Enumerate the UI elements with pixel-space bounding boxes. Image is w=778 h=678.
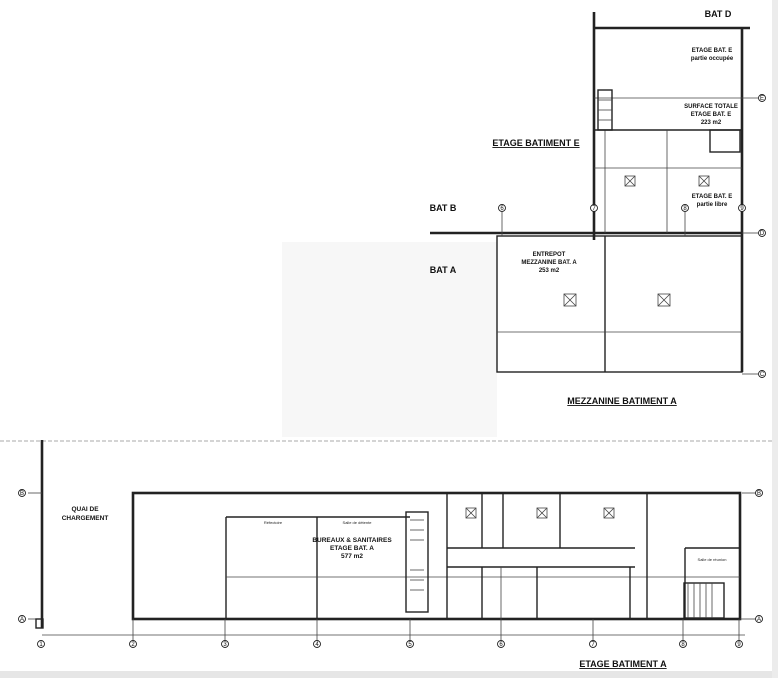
label-bat-d: BAT D — [705, 9, 732, 19]
svg-text:Salle de réunion: Salle de réunion — [698, 557, 727, 562]
svg-text:A: A — [757, 617, 761, 623]
svg-text:partie libre: partie libre — [697, 202, 728, 208]
title-etage-batiment-e: ETAGE BATIMENT E — [492, 138, 579, 148]
svg-text:7: 7 — [591, 642, 595, 648]
svg-text:253 m2: 253 m2 — [539, 268, 560, 274]
svg-text:6: 6 — [499, 642, 503, 648]
svg-text:ETAGE BAT. E: ETAGE BAT. E — [692, 48, 732, 54]
title-etage-batiment-a: ETAGE BATIMENT A — [579, 659, 667, 669]
grid-markers: B A B A 1 2 3 4 5 6 7 8 9 — [18, 489, 763, 648]
svg-text:D: D — [760, 231, 765, 237]
svg-text:B: B — [20, 491, 24, 497]
svg-text:223 m2: 223 m2 — [701, 120, 722, 126]
svg-text:9: 9 — [740, 206, 744, 212]
svg-text:B: B — [757, 491, 761, 497]
svg-text:Réfectoire: Réfectoire — [264, 520, 283, 525]
svg-text:C: C — [760, 372, 765, 378]
svg-text:ETAGE BAT. A: ETAGE BAT. A — [330, 545, 374, 552]
svg-text:QUAI DE: QUAI DE — [71, 506, 99, 513]
svg-text:6: 6 — [500, 206, 504, 212]
svg-text:BUREAUX & SANITAIRES: BUREAUX & SANITAIRES — [312, 537, 392, 544]
svg-text:partie occupée: partie occupée — [691, 56, 734, 62]
svg-text:ENTREPOT: ENTREPOT — [533, 252, 566, 258]
title-mezzanine-batiment-a: MEZZANINE BATIMENT A — [567, 396, 677, 406]
etage-a-plan: B A B A 1 2 3 4 5 6 7 8 9 QUAI DE CHARGE… — [18, 440, 763, 669]
svg-text:7: 7 — [592, 206, 596, 212]
grid-markers: 6 7 8 9 E D C — [498, 94, 766, 378]
svg-text:A: A — [20, 617, 24, 623]
svg-text:E: E — [760, 96, 764, 102]
label-bat-b: BAT B — [430, 203, 457, 213]
svg-text:9: 9 — [737, 642, 741, 648]
watermark — [282, 242, 497, 437]
svg-text:8: 8 — [681, 642, 685, 648]
svg-text:4: 4 — [315, 642, 319, 648]
svg-text:5: 5 — [408, 642, 412, 648]
svg-text:ETAGE BAT. E: ETAGE BAT. E — [692, 194, 732, 200]
right-margin — [772, 0, 778, 678]
svg-text:MEZZANINE BAT. A: MEZZANINE BAT. A — [521, 260, 577, 266]
bottom-margin — [0, 671, 778, 678]
label-bat-a: BAT A — [430, 265, 457, 275]
svg-text:1: 1 — [39, 642, 43, 648]
svg-text:Salle de détente: Salle de détente — [343, 520, 373, 525]
svg-text:ETAGE BAT. E: ETAGE BAT. E — [691, 112, 731, 118]
svg-text:3: 3 — [223, 642, 227, 648]
svg-text:SURFACE TOTALE: SURFACE TOTALE — [684, 104, 738, 110]
svg-text:CHARGEMENT: CHARGEMENT — [62, 515, 109, 522]
svg-text:2: 2 — [131, 642, 135, 648]
svg-text:8: 8 — [683, 206, 687, 212]
svg-text:577 m2: 577 m2 — [341, 553, 363, 560]
mezzanine-plan: 6 7 8 9 E D C BAT D ETAGE BATIMENT E BAT… — [430, 9, 766, 406]
